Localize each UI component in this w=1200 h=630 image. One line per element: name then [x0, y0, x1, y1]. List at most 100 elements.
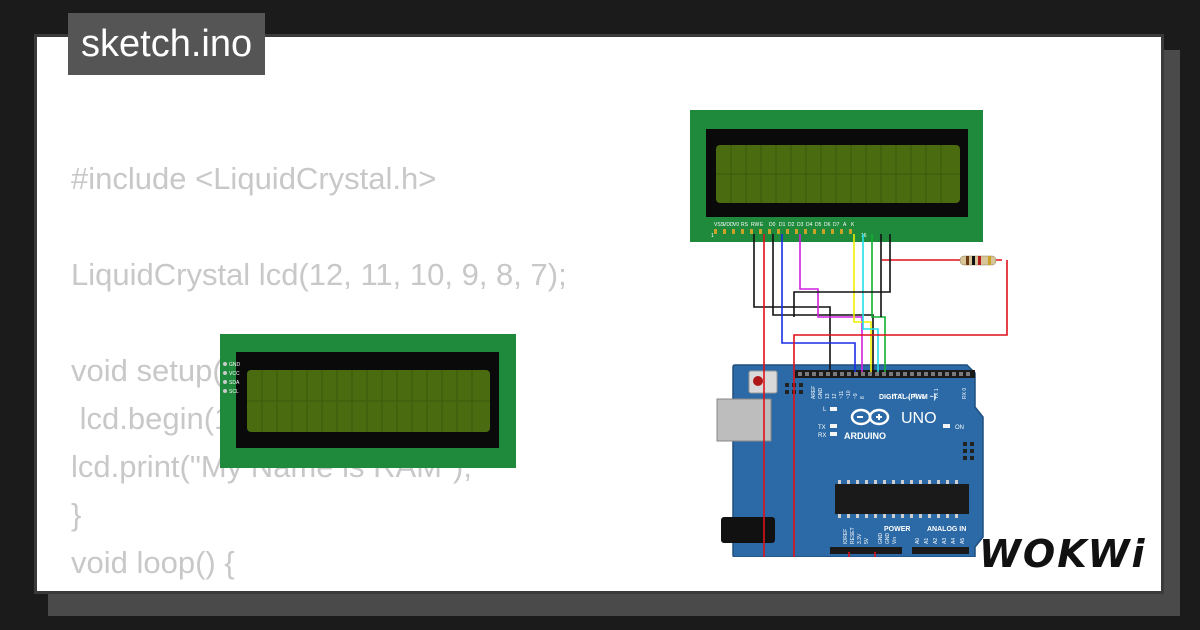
lcd-pin-label: K — [851, 222, 855, 228]
wire-red[interactable] — [793, 260, 1008, 557]
led-tx — [830, 424, 837, 428]
lcd1602-display[interactable]: VSS VDD V0 RS RW E D0 D1 D2 D3 D4 D5 D6 … — [690, 110, 983, 242]
pin-dot[interactable] — [223, 389, 227, 393]
lcd-pin-label: VSS — [714, 222, 725, 228]
pin-label: ~11 — [839, 391, 845, 399]
lcd-pin-label: RS — [741, 222, 749, 228]
lcd-char-grid — [247, 370, 490, 432]
pin-label: IOREF — [843, 529, 849, 544]
wokwi-logo-text: WOKWi — [979, 532, 1147, 575]
pin-label-scl: SCL — [229, 389, 239, 395]
pin-label: 8 — [860, 396, 866, 399]
pin-label: ~6 — [892, 393, 898, 399]
power-header[interactable] — [830, 547, 902, 554]
code-line — [71, 203, 567, 251]
lcd-pin-number: 1 — [711, 233, 714, 239]
pin-label: ~9 — [853, 393, 859, 399]
lcd-pin-label: RW — [751, 222, 760, 228]
lcd-pin-label: D2 — [788, 222, 795, 228]
i2c-lcd-display[interactable]: GND VCC SDA SCL — [220, 334, 516, 468]
wire-blue[interactable] — [781, 234, 856, 372]
wire-black[interactable] — [772, 234, 874, 372]
resistor-band — [972, 256, 975, 265]
led-label-on: ON — [955, 425, 964, 431]
arduino-logo — [850, 408, 890, 426]
pin-label: AREF — [811, 386, 817, 399]
power-pin-labels: IOREF RESET 3.3V 5V GND GND Vin A0 A1 A2… — [843, 527, 966, 544]
wire-red[interactable] — [763, 234, 850, 557]
led-label-tx: TX — [818, 425, 826, 431]
lcd-pin-label: D3 — [797, 222, 804, 228]
code-line: void setup() { — [71, 353, 252, 388]
pin-label: ~3 — [913, 393, 919, 399]
led-label-l: L — [823, 407, 827, 413]
pin-label: 12 — [832, 393, 838, 399]
pin-dot[interactable] — [223, 371, 227, 375]
arduino-model: UNO — [901, 410, 937, 427]
analog-header[interactable] — [912, 547, 969, 554]
digital-pin-labels: AREF GND 13 12 ~11 ~10 ~9 8 7 ~6 ~5 4 ~3… — [811, 386, 968, 399]
lcd-pin-label: D0 — [769, 222, 776, 228]
pin-label: 13 — [825, 393, 831, 399]
pin-label: 3.3V — [857, 533, 863, 544]
atmega-chip — [835, 480, 969, 518]
wire-cyan[interactable] — [862, 234, 879, 372]
preview-card: #include <LiquidCrystal.h> LiquidCrystal … — [34, 34, 1164, 594]
pin-label-vcc: VCC — [229, 371, 240, 377]
arduino-brand: ARDUINO — [844, 431, 886, 441]
pin-label: 4 — [906, 396, 912, 399]
usb-connector[interactable] — [716, 398, 772, 442]
pin-label: A3 — [942, 538, 948, 544]
lcd1602-char-grid — [716, 145, 960, 203]
led-l — [830, 407, 837, 411]
icsp-header-right[interactable] — [963, 442, 974, 460]
resistor-band — [978, 256, 981, 265]
resistor[interactable] — [882, 255, 1002, 266]
pin-label: 7 — [885, 396, 891, 399]
pin-label: A0 — [915, 538, 921, 544]
pin-label: RX 0 — [962, 388, 968, 399]
pin-label: 5V — [864, 537, 870, 544]
pin-label: GND — [818, 388, 824, 400]
lcd-pin-label: D6 — [824, 222, 831, 228]
power-header-label: POWER — [884, 526, 910, 533]
code-line: #include <LiquidCrystal.h> — [71, 161, 437, 196]
lcd-pin-label: D5 — [815, 222, 822, 228]
pin-dot[interactable] — [223, 362, 227, 366]
pin-label: 2 — [920, 396, 926, 399]
wires[interactable] — [753, 234, 1008, 557]
led-label-rx: RX — [818, 433, 826, 439]
lcd-pin-label: E — [760, 222, 764, 228]
lcd-pin-label: D7 — [833, 222, 840, 228]
pin-dot[interactable] — [223, 380, 227, 384]
lcd-pin-number: 16 — [861, 233, 867, 239]
wire-magenta[interactable] — [799, 234, 863, 372]
resistor-band — [988, 256, 991, 265]
pin-label: GND — [878, 533, 884, 545]
lcd-pin-label: D1 — [779, 222, 786, 228]
pin-label-gnd: GND — [229, 362, 241, 368]
pin-label: A1 — [924, 538, 930, 544]
pin-label: A5 — [960, 538, 966, 544]
resistor-band — [966, 256, 969, 265]
wire-black[interactable] — [753, 234, 831, 372]
circuit-diagram[interactable]: VSS VDD V0 RS RW E D0 D1 D2 D3 D4 D5 D6 … — [687, 107, 1027, 557]
code-line: void loop() { — [71, 545, 235, 580]
pin-label: A2 — [933, 538, 939, 544]
wokwi-logo: WOKWi — [979, 532, 1147, 575]
code-line: LiquidCrystal lcd(12, 11, 10, 9, 8, 7); — [71, 257, 567, 292]
lcd-pin-label: A — [843, 222, 847, 228]
pin-label: TX 1 — [934, 388, 940, 399]
power-jack[interactable] — [721, 517, 775, 543]
pin-label: Vin — [892, 537, 898, 544]
wire-green[interactable] — [871, 234, 886, 372]
lcd-pin-label: VDD — [723, 222, 734, 228]
pin-label: RESET — [850, 527, 856, 544]
arduino-uno-board[interactable]: AREF GND 13 12 ~11 ~10 ~9 8 7 ~6 ~5 4 ~3… — [716, 364, 984, 557]
pin-label: ~5 — [899, 393, 905, 399]
wire-black[interactable] — [793, 234, 891, 317]
pin-label: ~10 — [846, 390, 852, 399]
digital-header-label: DIGITAL (PWM ~) — [879, 394, 936, 401]
pin-label: GND — [885, 533, 891, 545]
lcd1602-header-pins[interactable] — [714, 229, 852, 234]
